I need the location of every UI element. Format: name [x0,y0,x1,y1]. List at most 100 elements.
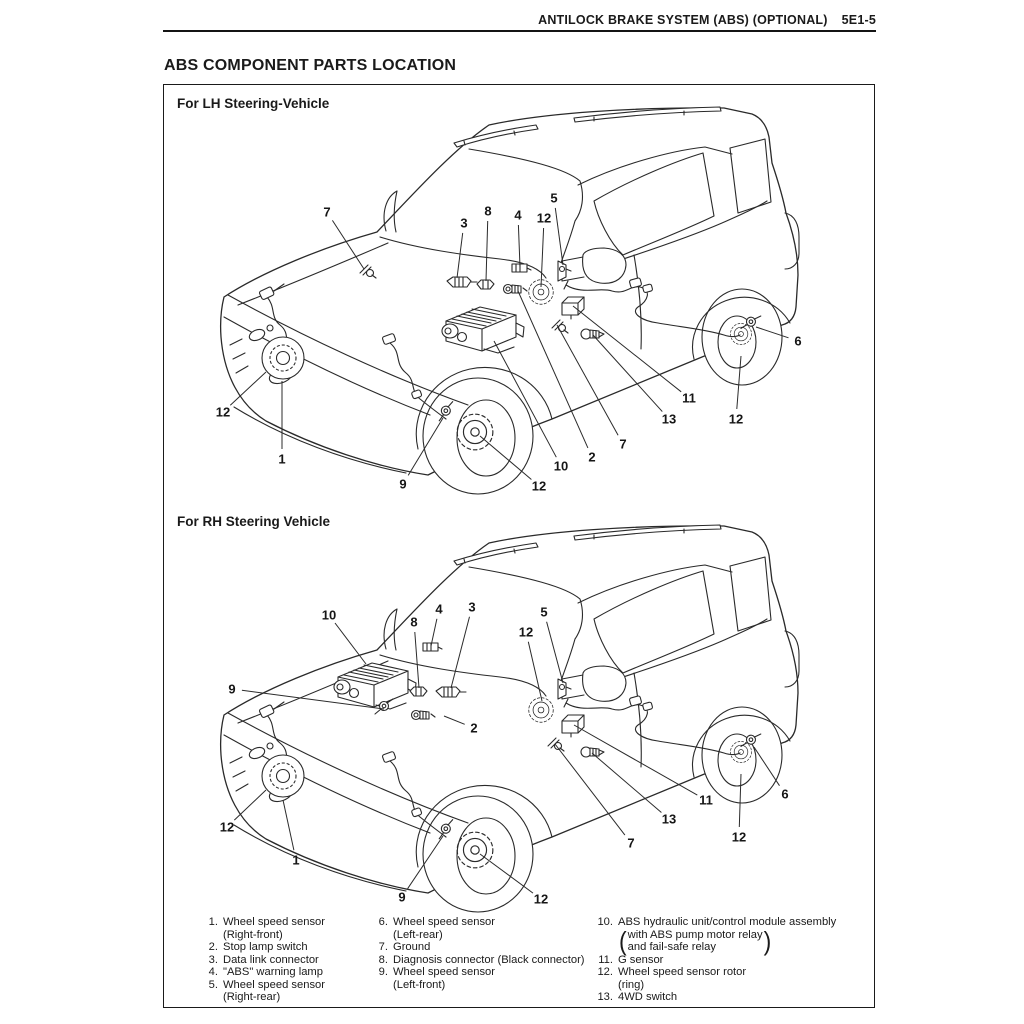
callout-number: 4 [514,208,522,223]
legend-item-text: 4WD switch [618,991,678,1003]
diagram-lh-label: For LH Steering-Vehicle [177,96,330,111]
legend-item-text: Wheel speed sensor(Left-front) [393,966,495,991]
legend-item-number: 13. [597,991,613,1003]
legend-item: 3. Data link connector [194,954,366,967]
callout-number: 1 [292,853,299,868]
callout-leader-line [334,622,367,665]
legend-item: 12.Wheel speed sensor rotor(ring) [589,966,869,991]
callout-number: 3 [468,600,475,615]
legend-item: 10.ABS hydraulic unit/control module ass… [589,916,869,954]
legend-item-number: 4. [208,966,218,978]
callout-number: 2 [588,450,595,465]
legend-item-text: "ABS" warning lamp [223,966,323,978]
legend-item: 11. G sensor [589,954,869,967]
legend-item: 5.Wheel speed sensor(Right-rear) [194,979,366,1004]
legend-item-number: 11. [598,953,613,966]
callout-number: 6 [781,787,788,802]
legend-item-text: Wheel speed sensor(Left-rear) [393,916,495,941]
callout-number: 12 [732,830,746,845]
legend-item: 4. "ABS" warning lamp [194,966,366,979]
legend-item-text: Wheel speed sensor(Right-rear) [223,978,325,1004]
callout-leader-line [485,220,489,282]
callout-number: 2 [470,721,477,736]
callout-leader-line [736,355,742,410]
legend-item-number: 6. [378,916,388,928]
legend-column-3: 10.ABS hydraulic unit/control module ass… [589,916,869,1004]
callout-leader-line [738,773,742,828]
legend-item-text: Stop lamp switch [223,941,308,953]
callout-leader-line [331,220,365,270]
callout-leader-line [233,789,267,821]
legend-item: 2. Stop lamp switch [194,941,366,954]
callout-leader-line [753,746,780,786]
legend-item: 8. Diagnosis connector (Black connector) [364,954,586,967]
legend-item-text: ABS hydraulic unit/control module assemb… [618,916,837,955]
header-rule [163,30,876,32]
callout-leader-line [554,207,564,266]
callout-leader-line [450,616,470,689]
callout-leader-line [755,326,789,339]
callout-leader-line [443,715,465,725]
callout-number: 13 [662,812,676,827]
callout-number: 8 [410,615,417,630]
callout-number: 11 [682,391,696,406]
callout-number: 1 [278,452,285,467]
callout-leader-line [493,340,557,458]
legend-item-text: Data link connector [223,953,319,966]
callout-number: 10 [554,459,568,474]
callout-number: 7 [619,437,626,452]
callout-leader-line [591,752,662,813]
legend-item: 6. Wheel speed sensor(Left-rear) [364,916,586,941]
callout-leader-line [456,232,464,279]
legend-item-number: 3. [208,953,218,966]
callout-leader-line [479,853,534,894]
legend-item: 13. 4WD switch [589,991,869,1004]
callout-number: 12 [532,479,546,494]
header-title: ANTILOCK BRAKE SYSTEM (ABS) (OPTIONAL) [538,13,828,27]
page-code: 5E1-5 [841,13,876,27]
legend-item: 7.Ground [364,941,586,954]
diagram-rh-label: For RH Steering Vehicle [177,514,331,529]
callout-leader-line [479,435,532,480]
callout-number: 12 [216,405,230,420]
callout-number: 4 [435,602,443,617]
legend-item-number: 8. [378,953,388,966]
callout-number: 10 [322,608,336,623]
legend-item: 9. Wheel speed sensor(Left-front) [364,966,586,991]
callout-number: 5 [540,605,547,620]
callout-number: 5 [550,191,557,206]
callout-number: 12 [519,625,533,640]
callout-number: 12 [537,211,551,226]
legend-item-text: G sensor [618,953,664,966]
callout-leader-line [572,305,682,393]
callout-leader-line [282,799,295,851]
callout-number: 9 [228,682,235,697]
callout-number: 11 [699,793,713,808]
legend-item: 1.Wheel speed sensor(Right-front) [194,916,366,941]
callout-leader-line [546,621,564,684]
callout-leader-line [430,618,438,647]
callout-number: 7 [323,205,330,220]
callout-number: 7 [627,836,634,851]
legend-column-1: 1.Wheel speed sensor(Right-front)2. Stop … [194,916,366,1004]
legend-item-number: 9. [378,966,388,978]
callout-number: 9 [398,890,405,905]
legend-item-text: Wheel speed sensor(Right-front) [223,916,325,941]
callout-leader-line [527,641,543,702]
callout-leader-line [573,724,698,796]
callout-leader-line [517,290,589,449]
callout-number: 3 [460,216,467,231]
legend-item-number: 12. [597,966,613,978]
callout-leader-line [556,324,619,436]
legend-item-text: Diagnosis connector (Black connector) [393,953,585,966]
legend-item-number: 2. [208,941,218,953]
